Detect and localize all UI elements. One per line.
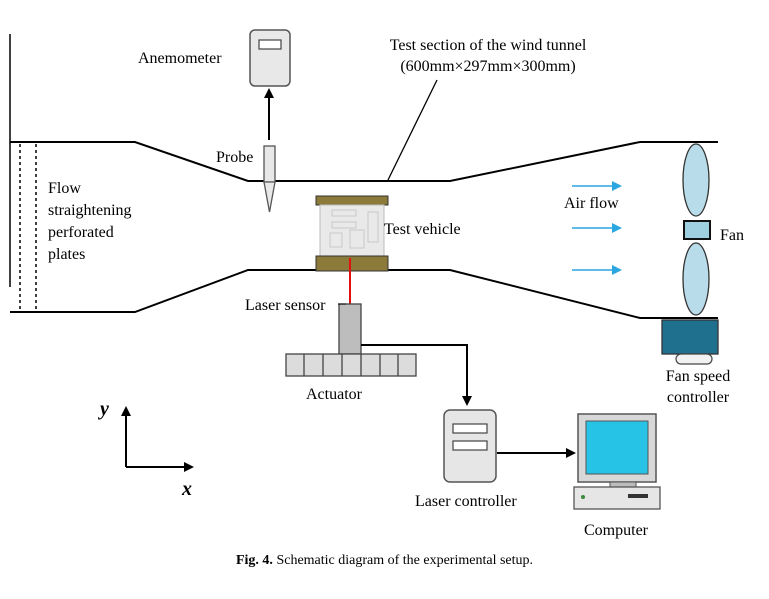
figure-caption-label: Fig. 4. xyxy=(235,553,273,568)
tunnel-lower-wall xyxy=(10,269,718,319)
flow-label-line2: straightening xyxy=(48,202,132,219)
anemometer-label: Anemometer xyxy=(138,50,222,67)
actuator-icon xyxy=(285,353,417,377)
figure-caption: Fig. 4. Schematic diagram of the experim… xyxy=(0,553,769,569)
actuator-label: Actuator xyxy=(306,386,363,403)
flow-label-line3: perforated xyxy=(48,224,114,241)
sensor-to-controller-arrow xyxy=(361,344,472,406)
fan-speed-label-line2: controller xyxy=(667,389,730,406)
air-flow-arrows xyxy=(572,181,622,275)
laser-controller-label: Laser controller xyxy=(415,493,517,510)
coordinate-axes xyxy=(121,406,194,472)
laser-sensor-label: Laser sensor xyxy=(245,297,326,314)
probe-label: Probe xyxy=(216,149,253,166)
fan-speed-label-line1: Fan speed xyxy=(666,368,730,385)
flow-label-line4: plates xyxy=(48,246,85,263)
fan-label: Fan xyxy=(720,227,744,244)
figure-caption-text: Schematic diagram of the experimental se… xyxy=(276,553,534,568)
probe-icon xyxy=(263,145,276,213)
laser-controller-icon xyxy=(443,409,497,483)
anemometer-icon xyxy=(249,29,291,87)
fan-icon xyxy=(682,143,711,316)
flow-label-line1: Flow xyxy=(48,180,81,197)
y-axis-label: y xyxy=(98,398,109,420)
test-section-leader-line xyxy=(387,79,438,181)
test-section-label-line2: (600mm×297mm×300mm) xyxy=(400,58,575,75)
fan-speed-controller-icon xyxy=(661,319,719,365)
x-axis-label: x xyxy=(181,478,192,500)
perforated-plates xyxy=(19,144,37,310)
tunnel-upper-wall xyxy=(10,141,718,182)
computer-label: Computer xyxy=(584,522,649,539)
laser-sensor xyxy=(338,303,362,355)
test-vehicle-label: Test vehicle xyxy=(384,221,461,238)
air-flow-label: Air flow xyxy=(564,195,619,212)
test-vehicle-icon xyxy=(315,195,389,272)
test-section-label-line1: Test section of the wind tunnel xyxy=(390,37,587,54)
computer-icon xyxy=(573,413,661,510)
